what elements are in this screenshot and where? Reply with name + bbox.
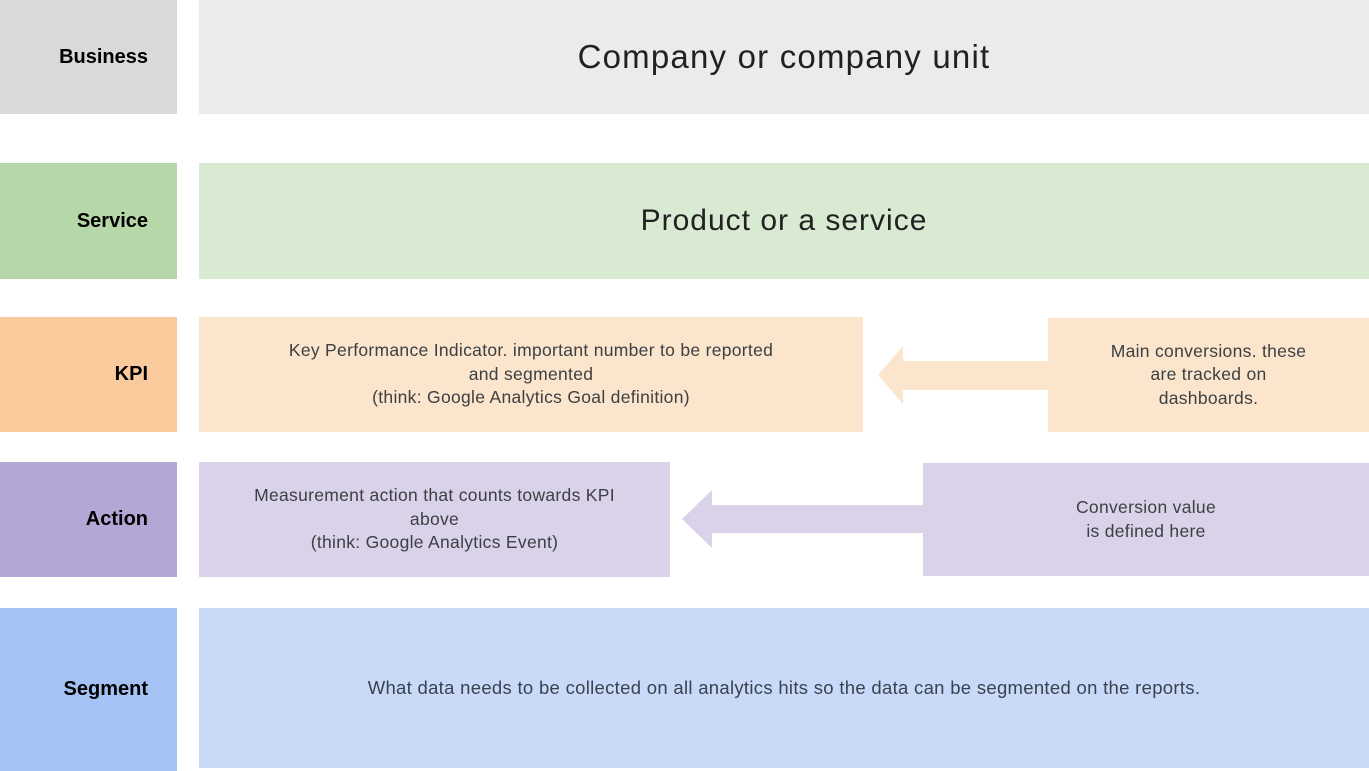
action-main-text: Measurement action that counts towards K…	[254, 485, 615, 553]
kpi-side-text: Main conversions. these are tracked on d…	[1110, 340, 1307, 408]
business-row-label-text: Business	[59, 45, 148, 68]
segment-main-text: What data needs to be collected on all a…	[367, 677, 1201, 698]
business-main-box: Company or company unit	[199, 0, 1369, 114]
action-main-box: Measurement action that counts towards K…	[199, 462, 670, 577]
kpi-left-arrow-shaft	[902, 361, 1048, 390]
action-row-label-text: Action	[85, 508, 148, 530]
action-side-text: Conversion value is defined here	[1075, 497, 1216, 541]
kpi-row-label-text: KPI	[114, 363, 148, 385]
kpi-main-text: Key Performance Indicator. important num…	[288, 340, 774, 408]
kpi-main-box: Key Performance Indicator. important num…	[199, 317, 863, 432]
business-row-label: Business	[0, 0, 177, 114]
service-main-box: Product or a service	[199, 163, 1369, 279]
service-row-label: Service	[0, 163, 177, 279]
action-left-arrow-shaft	[711, 505, 923, 533]
kpi-side-box: Main conversions. these are tracked on d…	[1048, 318, 1369, 432]
service-main-text: Product or a service	[640, 204, 928, 237]
service-row-label-text: Service	[76, 209, 148, 232]
action-side-box: Conversion value is defined here	[923, 463, 1369, 576]
kpi-left-arrow-head-icon	[878, 346, 903, 404]
segment-row-label: Segment	[0, 608, 177, 771]
kpi-row-label: KPI	[0, 317, 177, 432]
action-left-arrow-head-icon	[682, 490, 712, 548]
business-main-text: Company or company unit	[577, 38, 991, 75]
segment-main-box: What data needs to be collected on all a…	[199, 608, 1369, 768]
segment-row-label-text: Segment	[63, 678, 148, 700]
action-row-label: Action	[0, 462, 177, 577]
